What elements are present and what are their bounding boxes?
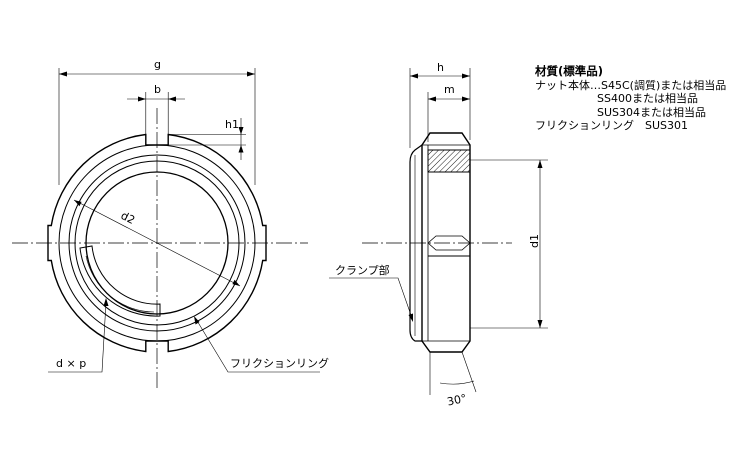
material-line-3: SUS304または相当品 [597, 105, 707, 119]
material-spec-block: 材質(標準品) ナット本体…S45C(調質)または相当品 SS400または相当品… [535, 64, 727, 133]
dim-b-label: b [154, 83, 161, 96]
dim-h-arrow-right [462, 73, 470, 79]
dim-g-arrow-right [247, 71, 255, 77]
thread-bore [85, 171, 229, 315]
dim-m-arrow-left [428, 96, 436, 102]
dim-d1-arrow-bottom [537, 320, 543, 328]
leader-clamp-arrow [408, 313, 413, 322]
material-title: 材質(標準品) [535, 64, 604, 78]
dim-h1-label: h1 [225, 118, 239, 131]
leader-dxp-arrow [103, 298, 109, 306]
angle-label: 30° [446, 392, 468, 409]
dim-h-label: h [437, 61, 444, 74]
friction-ring-inner [74, 160, 240, 326]
dim-d1-label: d1 [528, 234, 541, 248]
dim-g-label: g [154, 58, 161, 71]
friction-ring-outer [68, 154, 246, 332]
dim-m-label: m [444, 83, 455, 96]
dim-h1-arrow-top [238, 127, 244, 135]
dim-d2-line [73, 199, 241, 287]
leader-friction-ring-arrow [194, 316, 200, 325]
angle-ext-b [461, 351, 477, 393]
leader-clamp [329, 277, 413, 319]
friction-ring-section [427, 149, 471, 173]
leader-friction-ring [195, 318, 320, 373]
front-view [12, 68, 320, 388]
angle-arc [439, 380, 475, 385]
nut-outer-outline [47, 133, 267, 353]
dim-d1-arrow-top [537, 160, 543, 168]
slot-root-circle [58, 144, 256, 342]
dim-h-arrow-left [410, 73, 418, 79]
dim-d2-arrow-end [232, 279, 240, 286]
side-view [329, 68, 548, 395]
material-line-4: フリクションリング SUS301 [535, 119, 689, 132]
material-line-1: ナット本体…S45C(調質)または相当品 [535, 78, 727, 92]
callout-dxp: d × p [56, 357, 86, 370]
clamp-crescent-inner [85, 255, 155, 313]
dim-h1-arrow-bottom [238, 145, 244, 153]
dim-d2-label: d2 [119, 209, 137, 227]
dim-b-arrow-left [138, 96, 146, 102]
dim-b-arrow-right [168, 96, 176, 102]
dim-d2-arrow-start [74, 200, 82, 207]
dim-g-arrow-left [59, 71, 67, 77]
callout-clamp: クランプ部 [335, 263, 390, 277]
thread-profile-v [427, 235, 471, 251]
material-line-2: SS400または相当品 [597, 92, 698, 105]
dim-m-arrow-right [462, 96, 470, 102]
clamp-lip [409, 144, 423, 342]
leader-dxp [48, 301, 107, 373]
clamp-crescent [79, 245, 161, 317]
callout-friction-ring: フリクションリング [230, 356, 329, 370]
